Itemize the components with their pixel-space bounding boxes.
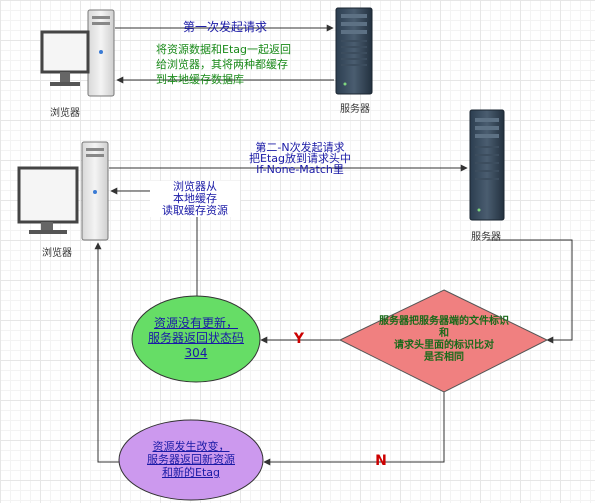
not-modified-text: 资源没有更新， 服务器返回状态码 304 [140, 316, 252, 361]
not-modified-line-1: 资源没有更新， [153, 316, 238, 330]
repeat-request-line-2: 把Etag放到请求头中 [249, 152, 351, 165]
decision-line-1: 服务器把服务器端的文件标识 [379, 316, 509, 327]
decision-line-2: 和 [439, 328, 449, 339]
no-branch-arrow [263, 392, 445, 466]
bottom-server-label: 服务器 [471, 232, 501, 243]
cache-read-label: 浏览器从 本地缓存 读取缓存资源 [150, 181, 240, 217]
bottom-browser-label: 浏览器 [42, 248, 72, 259]
cache-read-line-2: 本地缓存 [173, 192, 217, 205]
not-modified-ellipse [131, 295, 261, 383]
bottom-browser-icon [17, 141, 109, 241]
decision-text: 服务器把服务器端的文件标识 和 请求头里面的标识比对 是否相同 [360, 316, 528, 364]
modified-ellipse [118, 419, 264, 501]
modified-line-1: 资源发生改变， [152, 440, 230, 453]
yes-label: Y [293, 331, 305, 347]
new-resource-arrow [94, 242, 119, 463]
cache-read-line-1: 浏览器从 [173, 180, 217, 193]
top-server-label: 服务器 [340, 104, 370, 115]
first-request-label: 第一次发起请求 [182, 20, 267, 34]
not-modified-line-3: 304 [184, 346, 208, 360]
repeat-request-label: 第二-N次发起请求 把Etag放到请求头中 If-None-Match里 [230, 142, 370, 175]
top-server-icon [335, 7, 373, 95]
modified-line-2: 服务器返回新资源 [147, 453, 235, 466]
repeat-request-line-1: 第二-N次发起请求 [255, 141, 345, 154]
no-label: N [375, 453, 387, 469]
top-browser-label: 浏览器 [50, 108, 80, 119]
bottom-server-icon [469, 109, 505, 221]
decision-line-3: 请求头里面的标识比对 [394, 340, 494, 351]
not-modified-line-2: 服务器返回状态码 [147, 331, 244, 345]
decision-diamond [338, 289, 549, 393]
cache-read-line-3: 读取缓存资源 [162, 204, 228, 217]
top-browser-icon [40, 9, 115, 97]
repeat-request-line-3: If-None-Match里 [256, 163, 344, 176]
modified-line-3: 和新的Etag [162, 466, 220, 479]
first-response-label: 将资源数据和Etag一起返回给浏览器，其将两种都缓存到本地缓存数据库 [156, 43, 291, 86]
decision-line-4: 是否相同 [424, 352, 464, 363]
server-to-decision-arrow [487, 239, 573, 344]
modified-text: 资源发生改变， 服务器返回新资源 和新的Etag [127, 440, 255, 479]
